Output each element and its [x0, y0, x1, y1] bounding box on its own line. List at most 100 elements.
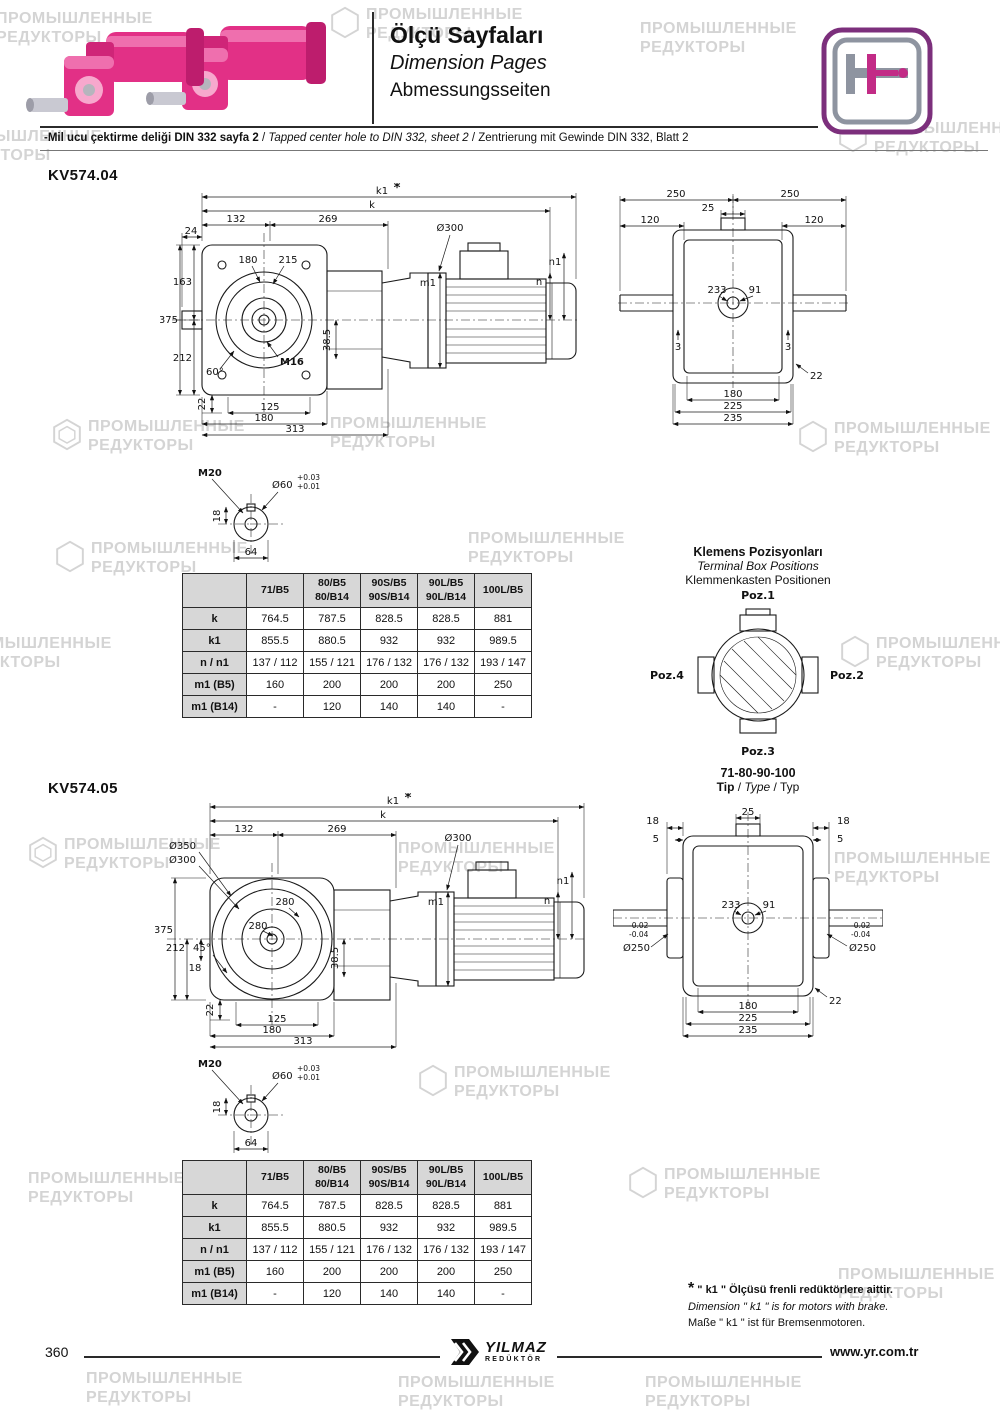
section-code-kv57404: KV574.04	[48, 167, 118, 184]
gearmotor-photos	[26, 22, 326, 116]
dim-label: k	[369, 200, 375, 211]
dim-label: 120	[640, 215, 659, 226]
dim-label: Ø250	[849, 942, 876, 954]
terminal-title-english: Terminal Box Positions	[697, 559, 819, 573]
value-cell: 193 / 147	[474, 1238, 532, 1261]
terminal-title-turkish: Klemens Pozisyonları	[693, 545, 823, 559]
dim-label: 180	[238, 255, 257, 266]
value-cell: 828.5	[417, 1194, 475, 1217]
dim-label: Ø300	[169, 854, 196, 866]
dim-label: n	[536, 277, 542, 288]
dim-label: 280	[275, 897, 294, 908]
dim-label: 5	[653, 834, 659, 845]
row-label: k	[182, 1194, 247, 1217]
dim-label: 313	[285, 424, 304, 435]
row-label: k	[182, 607, 247, 630]
footnote-line-turkish: * " k1 " Ölçüsü frenli redüktörlere aitt…	[688, 1280, 893, 1297]
page-title-german: Abmessungsseiten	[390, 80, 551, 101]
corner-cell	[182, 1160, 247, 1195]
value-cell: 155 / 121	[303, 1238, 361, 1261]
dim-label: Ø300	[437, 222, 464, 234]
dim-star: *	[394, 183, 401, 196]
drawing-kv57405-side-view: k1 * k 132 269 Ø300 Ø350 Ø300 280 280 37…	[155, 793, 587, 1050]
gearmotor-front	[26, 28, 204, 116]
value-cell: 160	[246, 1260, 304, 1283]
terminal-box-positions: Klemens Pozisyonları Terminal Box Positi…	[648, 545, 868, 794]
value-cell: 880.5	[303, 629, 361, 652]
dim-label: 91	[763, 900, 776, 911]
shaft-end-detail-2: M20 18 Ø60 +0.03 +0.01 64	[198, 1059, 320, 1153]
dim-star: *	[405, 793, 412, 806]
value-cell: 881	[474, 607, 532, 630]
dim-label: 45°	[193, 943, 211, 954]
dim-label: 180	[254, 413, 273, 424]
row-label: m1 (B5)	[182, 1260, 247, 1283]
dim-label: n	[544, 896, 550, 907]
row-label: m1 (B5)	[182, 673, 247, 696]
dim-label: 235	[723, 413, 742, 424]
drawing-kv57404-rear-view: 250 250 25 120 120 233 91 3 3 22 180 225…	[618, 189, 848, 427]
dim-label: 38.5	[330, 947, 341, 969]
page-title-turkish: Ölçü Sayfaları	[390, 22, 544, 48]
value-cell: 855.5	[246, 629, 304, 652]
dim-label: m1	[420, 278, 436, 289]
value-cell: 200	[303, 673, 361, 696]
value-cell: 828.5	[360, 1194, 418, 1217]
value-cell: 176 / 132	[360, 1238, 418, 1261]
header-divider	[372, 12, 374, 124]
position-label: Poz.2	[830, 669, 864, 682]
value-cell: 989.5	[474, 629, 532, 652]
dim-tolerance: -0.02	[629, 921, 649, 930]
header-cell: 71/B5	[246, 1160, 304, 1195]
page-title-english: Dimension Pages	[390, 52, 547, 74]
value-cell: -	[246, 1282, 304, 1305]
value-cell: 828.5	[360, 607, 418, 630]
dim-label: 280	[248, 921, 267, 932]
dim-tolerance: -0.04	[851, 930, 871, 939]
dim-label: 250	[666, 189, 685, 200]
value-cell: 140	[417, 1282, 475, 1305]
value-cell: 200	[417, 673, 475, 696]
dim-label: 235	[738, 1025, 757, 1036]
dim-label: 225	[738, 1013, 757, 1024]
dim-label: 3	[785, 342, 791, 353]
caliper-icon	[821, 27, 933, 135]
dim-label: Ø250	[623, 942, 650, 954]
drawing-kv57404-side-view: k1 * k 132 269 24 Ø300 180 215 375 163 2…	[160, 183, 578, 438]
row-label: n / n1	[182, 651, 247, 674]
position-label: Poz.3	[741, 745, 775, 758]
dim-label: M20	[198, 1059, 222, 1070]
dim-label: 25	[742, 807, 755, 818]
value-cell: 137 / 112	[246, 651, 304, 674]
value-cell: 855.5	[246, 1216, 304, 1239]
header-cell: 71/B5	[246, 573, 304, 608]
terminal-positions-diagram: Poz.1 Poz.4 Poz.2 Poz.3	[650, 589, 864, 758]
value-cell: 200	[417, 1260, 475, 1283]
dim-label: 269	[318, 214, 337, 225]
dim-label: Ø60	[272, 1070, 293, 1082]
footnote-line-english: Dimension " k1 " is for motors with brak…	[688, 1301, 889, 1314]
dim-tolerance: +0.03	[297, 1064, 320, 1073]
drawing-kv57405-rear-view: 25 18 5 18 5 233 91 -0.02 -0.04 Ø250 -0.…	[613, 807, 883, 1039]
dim-label: 18	[646, 816, 659, 827]
dim-label: 132	[234, 824, 253, 835]
dim-label: 5	[837, 834, 843, 845]
row-label: k1	[182, 1216, 247, 1239]
value-cell: 200	[360, 673, 418, 696]
value-cell: 200	[360, 1260, 418, 1283]
dim-label: 180	[738, 1001, 757, 1012]
dim-label: 225	[723, 401, 742, 412]
